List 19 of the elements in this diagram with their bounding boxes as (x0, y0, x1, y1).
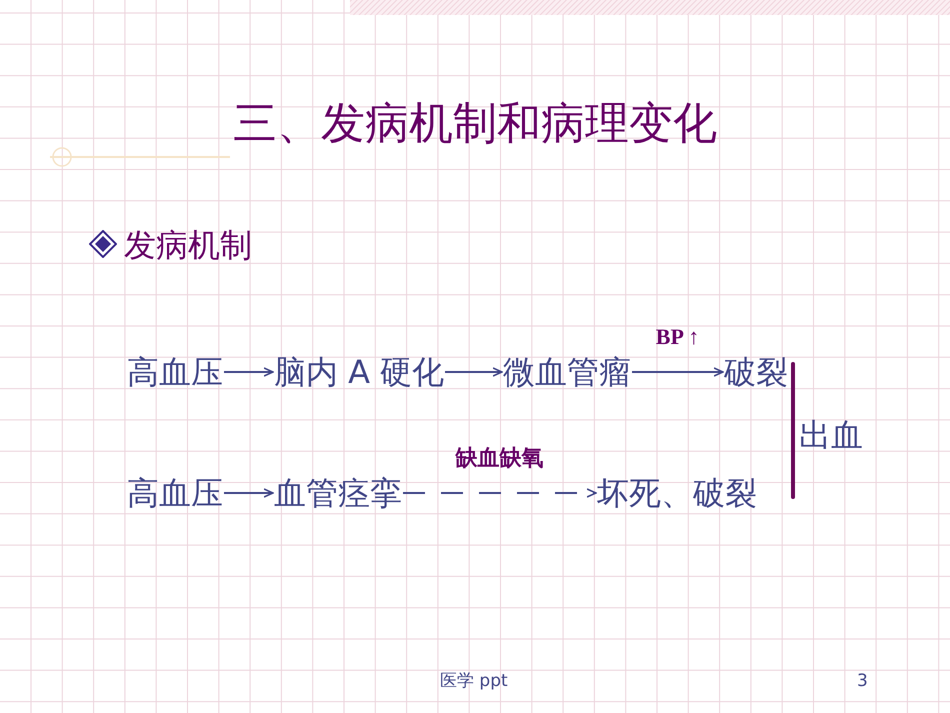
outcome-text: 出血 (799, 415, 863, 455)
flow-step-text: 坏死、破裂 (597, 473, 757, 513)
page-number: 3 (857, 670, 868, 692)
flow-step-text: 微血管瘤 (503, 352, 631, 392)
edge-label: 缺血缺氧 (456, 445, 544, 471)
arrow (224, 367, 274, 377)
arrow (224, 488, 274, 498)
flow-step-text: 血管痉挛 (274, 473, 402, 513)
section-heading: 发病机制 (124, 225, 252, 266)
flow-step-text: 脑内 A 硬化 (274, 352, 444, 392)
slide-title: 三、发病机制和病理变化 (232, 97, 718, 151)
flow-step-text: 破裂 (724, 352, 788, 392)
flow-step-text: 高血压 (127, 352, 223, 392)
flow-step-text: 高血压 (127, 473, 223, 513)
edge-label: BP ↑ (656, 324, 700, 350)
footer-text: 医学 ppt (440, 670, 508, 692)
arrow (403, 488, 597, 498)
arrow (632, 367, 724, 377)
arrow (445, 367, 503, 377)
